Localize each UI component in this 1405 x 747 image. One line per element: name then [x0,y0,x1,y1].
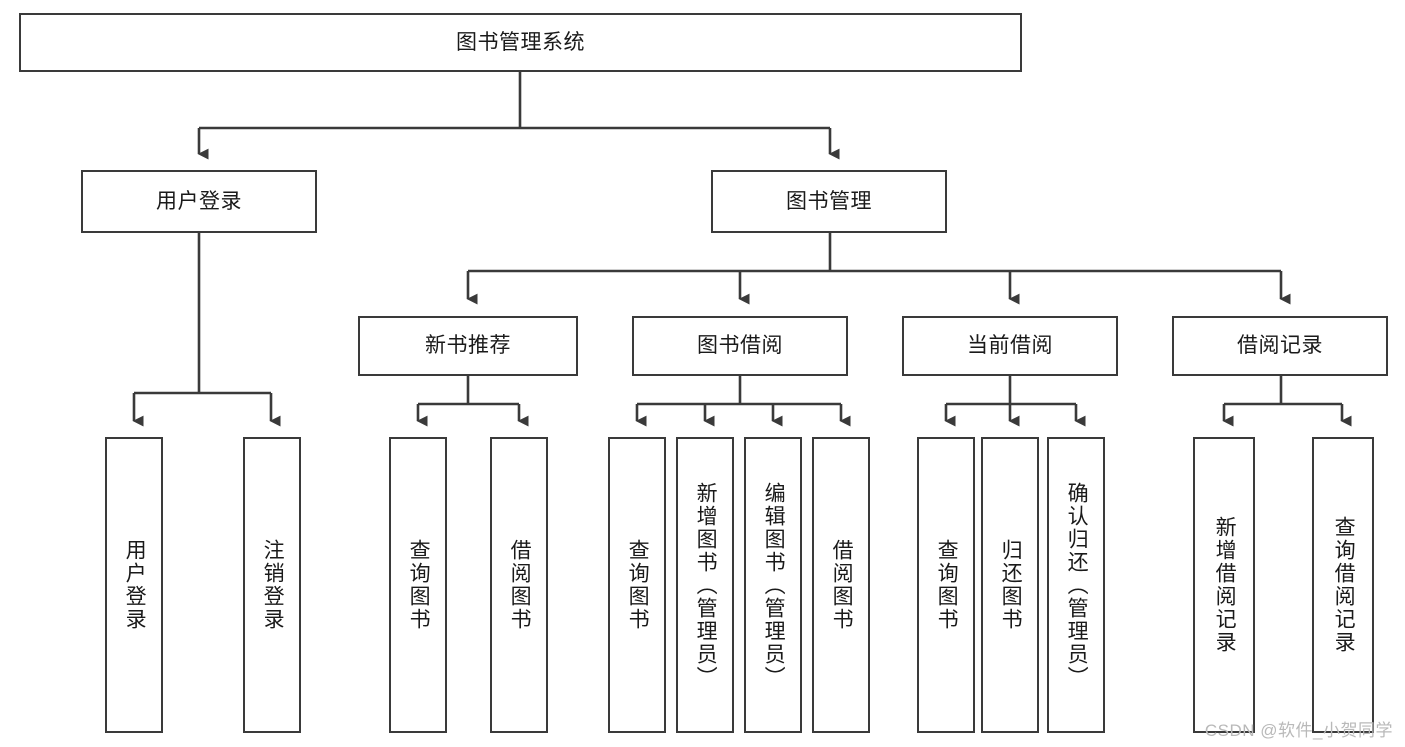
node-book-borrow[interactable]: 图书借阅 [632,316,848,376]
leaf-query-book-3-label: 查询图书 [935,539,959,631]
leaf-borrow-book-2-label: 借阅图书 [830,539,854,631]
node-user-login[interactable]: 用户登录 [81,170,317,233]
node-new-book-recommend[interactable]: 新书推荐 [358,316,578,376]
leaf-add-record-label: 新增借阅记录 [1213,516,1237,654]
leaf-add-record[interactable]: 新增借阅记录 [1193,437,1255,733]
leaf-user-login[interactable]: 用户登录 [105,437,163,733]
node-root[interactable]: 图书管理系统 [19,13,1022,72]
leaf-query-book-3[interactable]: 查询图书 [917,437,975,733]
node-borrow-record-label: 借阅记录 [1237,334,1323,358]
leaf-query-book-1[interactable]: 查询图书 [389,437,447,733]
leaf-edit-book-label: 编辑图书（管理员） [762,481,786,689]
leaf-query-record-label: 查询借阅记录 [1332,516,1356,654]
csdn-watermark: CSDN @软件_小贺同学 [1204,721,1393,740]
leaf-user-login-label: 用户登录 [123,539,147,631]
node-borrow-record[interactable]: 借阅记录 [1172,316,1388,376]
node-book-manage-label: 图书管理 [786,189,872,213]
leaf-borrow-book-1-label: 借阅图书 [508,539,532,631]
node-user-login-label: 用户登录 [156,189,242,213]
node-current-borrow-label: 当前借阅 [967,334,1053,358]
leaf-user-logout[interactable]: 注销登录 [243,437,301,733]
node-root-label: 图书管理系统 [456,30,585,54]
leaf-borrow-book-2[interactable]: 借阅图书 [812,437,870,733]
leaf-query-book-2[interactable]: 查询图书 [608,437,666,733]
node-new-book-recommend-label: 新书推荐 [425,334,511,358]
node-current-borrow[interactable]: 当前借阅 [902,316,1118,376]
leaf-query-record[interactable]: 查询借阅记录 [1312,437,1374,733]
node-book-borrow-label: 图书借阅 [697,334,783,358]
leaf-return-book[interactable]: 归还图书 [981,437,1039,733]
leaf-return-book-label: 归还图书 [999,539,1023,631]
leaf-add-book-label: 新增图书（管理员） [694,481,718,689]
leaf-query-book-2-label: 查询图书 [626,539,650,631]
node-book-manage[interactable]: 图书管理 [711,170,947,233]
leaf-edit-book[interactable]: 编辑图书（管理员） [744,437,802,733]
leaf-query-book-1-label: 查询图书 [407,539,431,631]
leaf-confirm-return-label: 确认归还（管理员） [1065,481,1089,689]
leaf-confirm-return[interactable]: 确认归还（管理员） [1047,437,1105,733]
leaf-user-logout-label: 注销登录 [261,539,285,631]
leaf-add-book[interactable]: 新增图书（管理员） [676,437,734,733]
leaf-borrow-book-1[interactable]: 借阅图书 [490,437,548,733]
